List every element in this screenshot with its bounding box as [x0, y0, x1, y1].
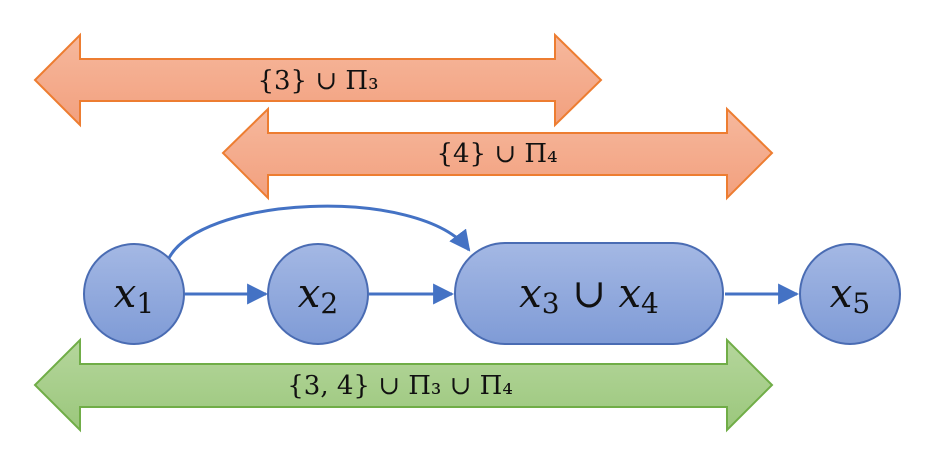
node-x5-label: x5	[830, 271, 870, 320]
node-x34-shape	[454, 242, 724, 345]
node-x2-label: x2	[298, 271, 338, 320]
range-arrow-pi4: {4} ∪ Π₄	[221, 106, 774, 201]
range-arrow-pi34-shape	[33, 337, 774, 433]
node-x1-label: x1	[114, 271, 154, 320]
range-arrow-pi3-label: {3} ∪ Π₃	[257, 66, 378, 96]
node-x2: x2	[267, 243, 369, 345]
range-arrow-pi4-label: {4} ∪ Π₄	[436, 139, 557, 169]
node-x5: x5	[799, 243, 901, 345]
node-x1-shape	[83, 243, 185, 345]
range-arrow-pi34-label: {3, 4} ∪ Π₃ ∪ Π₄	[287, 371, 513, 401]
range-arrow-pi34: {3, 4} ∪ Π₃ ∪ Π₄	[33, 337, 774, 433]
node-x2-shape	[267, 243, 369, 345]
range-arrow-pi3: {3} ∪ Π₃	[33, 32, 603, 128]
node-x5-shape	[799, 243, 901, 345]
node-x34: x3 ∪ x4	[454, 242, 724, 345]
node-x1: x1	[83, 243, 185, 345]
node-x34-label: x3 ∪ x4	[519, 271, 659, 320]
edge-x1-x34	[165, 204, 471, 263]
edges	[165, 204, 800, 305]
range-arrow-pi4-shape	[221, 106, 774, 201]
range-arrow-pi3-shape	[33, 32, 603, 128]
